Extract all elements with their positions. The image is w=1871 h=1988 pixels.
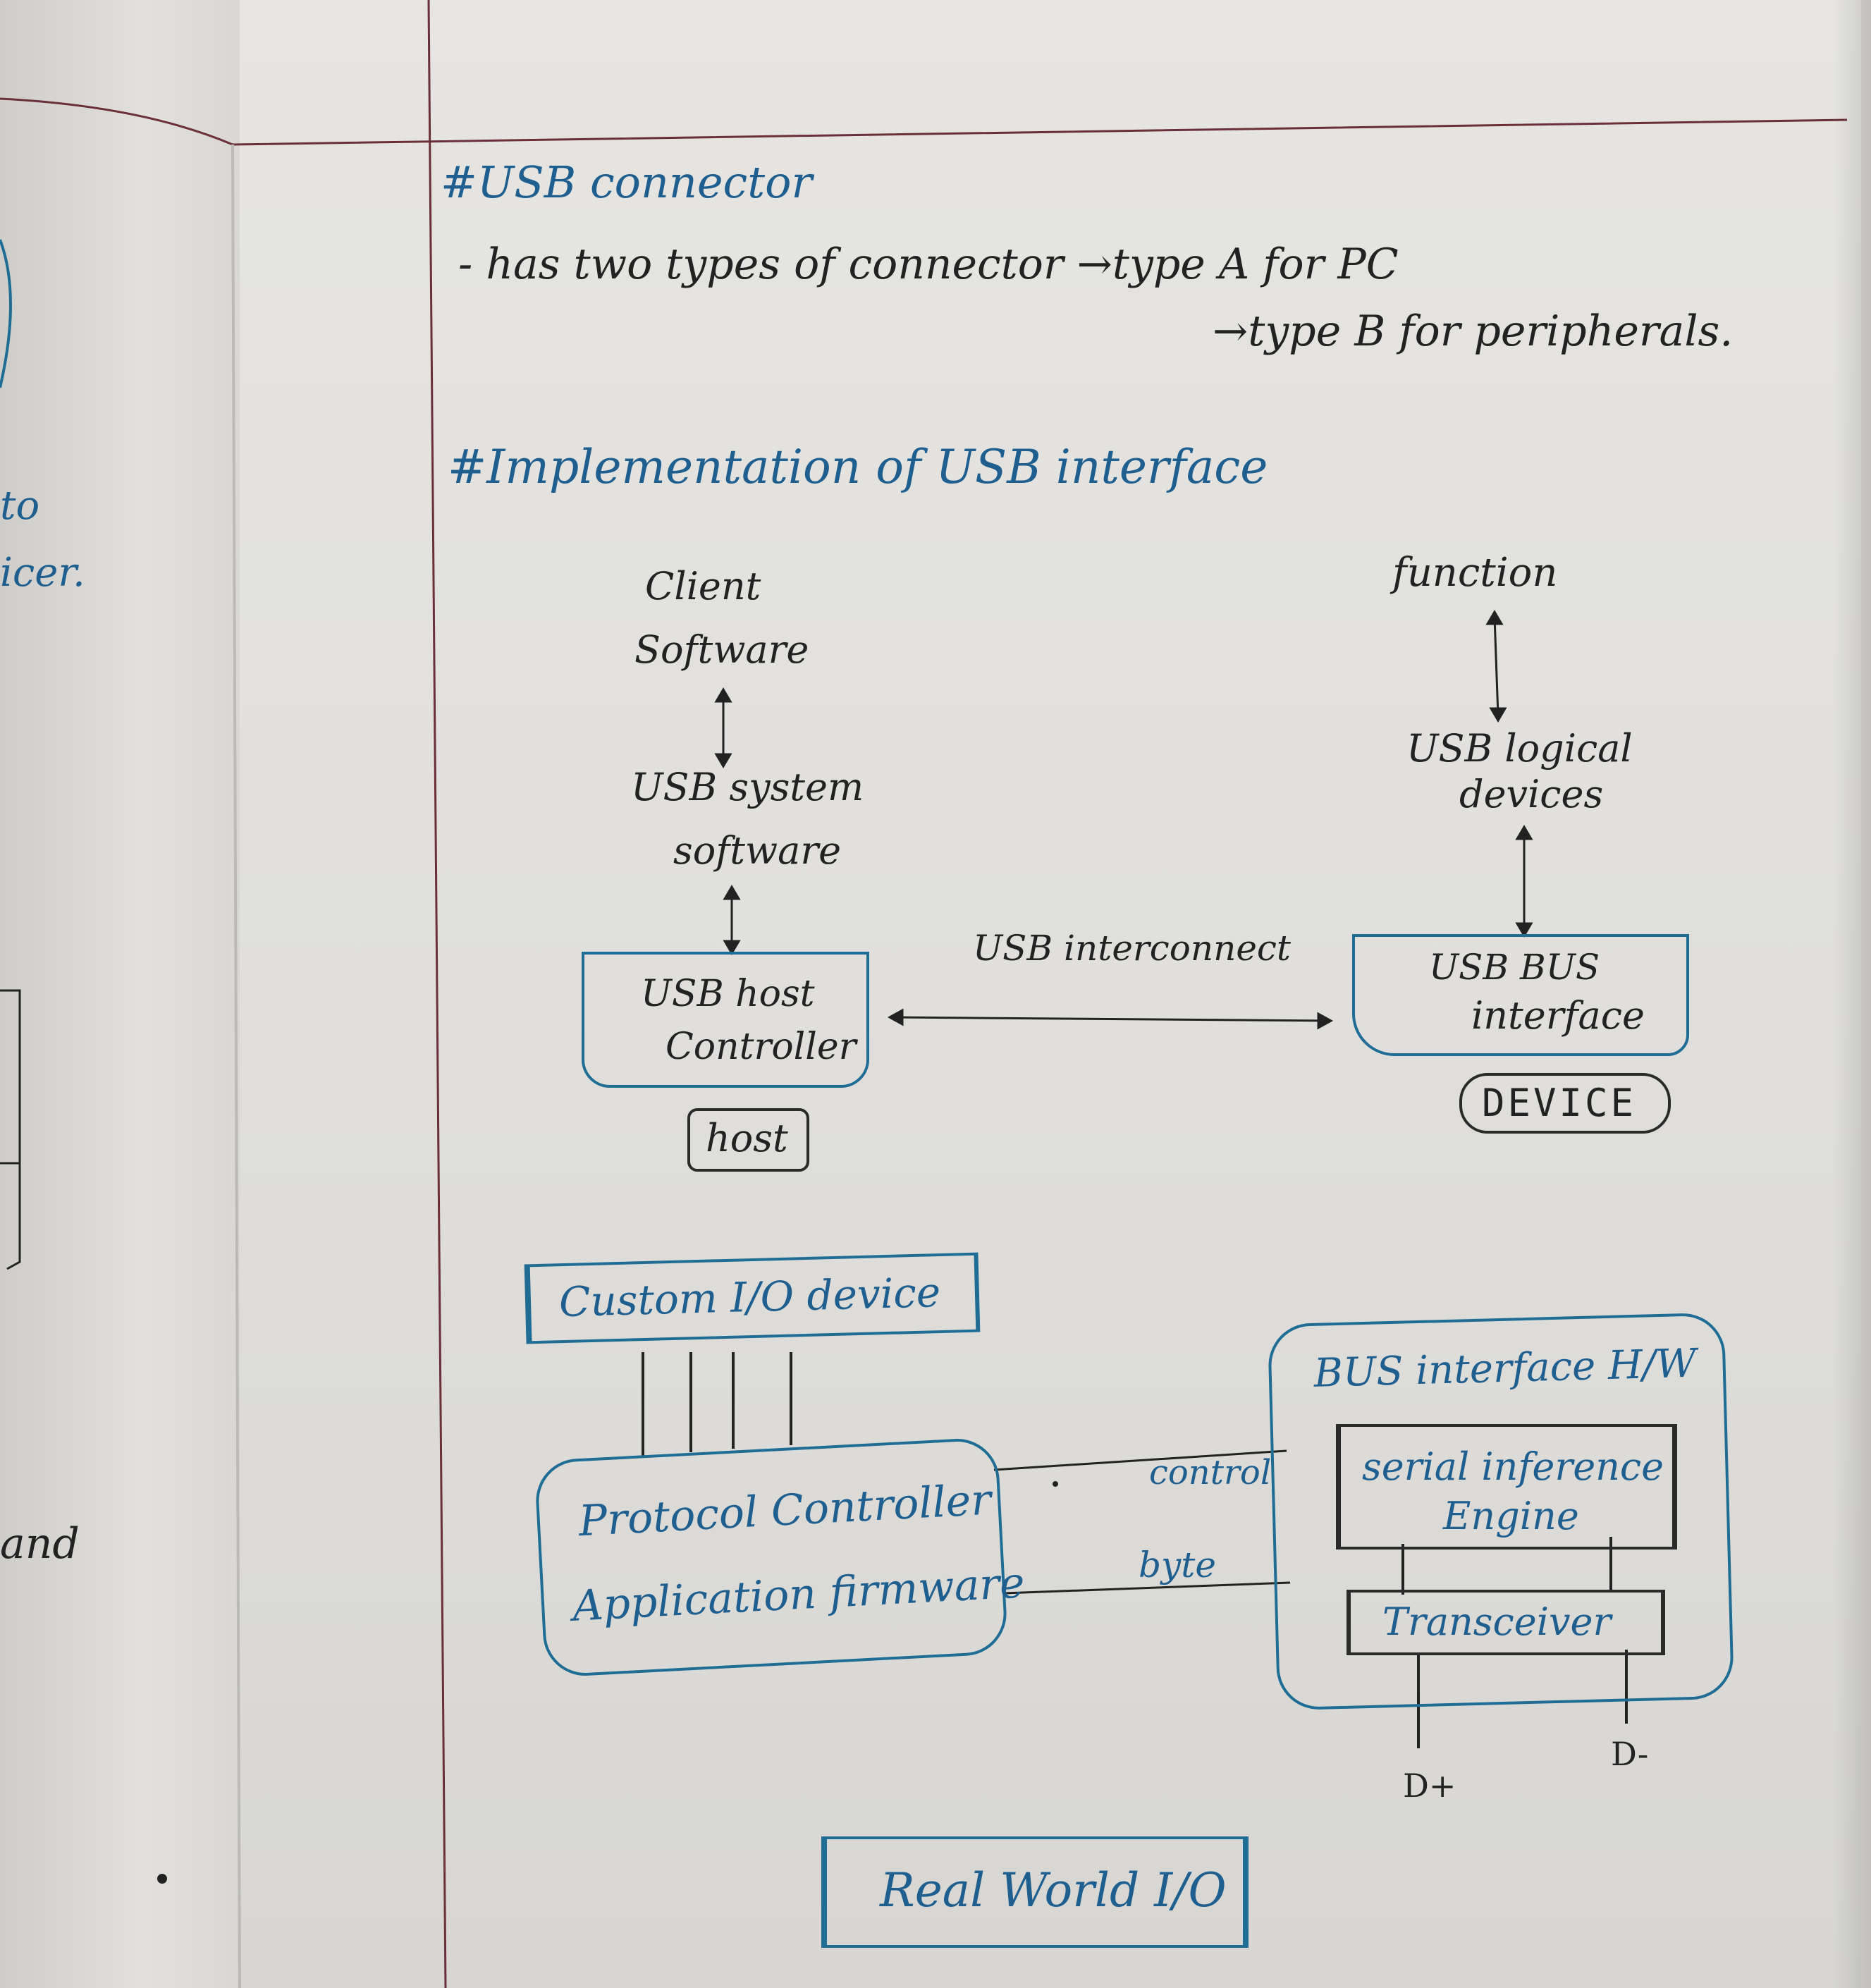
left-fragment-curve — [0, 239, 12, 388]
client-software-line2: Software — [634, 627, 809, 672]
logical-device-line2: devices — [1459, 772, 1604, 816]
device-label-box: DEVICE — [1459, 1073, 1671, 1134]
left-frag-to: to — [0, 483, 40, 529]
arrows-device-stack — [1485, 610, 1533, 938]
host-controller-line2: Controller — [665, 1026, 857, 1068]
custom-io-label: Custom I/O device — [558, 1268, 941, 1327]
left-fragment-box — [0, 989, 21, 1270]
d-minus-label: D- — [1611, 1735, 1649, 1773]
function-label: function — [1392, 550, 1558, 596]
heading-implementation: #Implementation of USB interface — [448, 440, 1268, 494]
client-software-line1: Client — [645, 564, 761, 608]
protocol-line2: Application firmware — [571, 1558, 1026, 1631]
byte-label: byte — [1139, 1545, 1216, 1585]
host-label: host — [706, 1116, 788, 1160]
real-world-io-box: Real World I/O — [821, 1836, 1249, 1948]
host-label-box: host — [687, 1108, 809, 1172]
logical-device-line1: USB logical — [1406, 726, 1633, 771]
sie-transceiver-lines — [1401, 1537, 1612, 1595]
host-controller-line1: USB host — [641, 973, 815, 1015]
top-rule-line — [0, 97, 1848, 146]
page-edge-shadow — [1833, 0, 1871, 1988]
d-plus-label: D+ — [1403, 1767, 1456, 1805]
left-frag-icer: icer. — [0, 550, 85, 596]
left-page — [0, 0, 240, 1988]
interconnect-arrow — [887, 1008, 1334, 1030]
page-fold — [231, 144, 241, 1988]
transceiver-box: Transceiver — [1346, 1590, 1665, 1655]
serial-interface-engine-box: serial inference Engine — [1336, 1424, 1677, 1550]
control-byte-lines — [993, 1449, 1291, 1595]
usb-interconnect-label: USB interconnect — [973, 928, 1292, 969]
usb-system-line2: software — [673, 828, 842, 873]
custom-io-device-box: Custom I/O device — [524, 1252, 981, 1344]
left-frag-and: and — [0, 1519, 80, 1569]
bus-interface-line2: interface — [1471, 993, 1645, 1038]
heading-usb-connector: #USB connector — [441, 157, 813, 208]
connector-line-1: - has two types of connector →type A for… — [458, 240, 1399, 289]
sie-line1: serial inference — [1362, 1444, 1664, 1489]
real-world-io-label: Real World I/O — [880, 1863, 1227, 1918]
data-lines — [1417, 1650, 1628, 1748]
margin-line — [427, 0, 447, 1988]
connector-line-2: →type B for peripherals. — [1213, 307, 1734, 356]
transceiver-label: Transceiver — [1382, 1600, 1612, 1644]
host-controller-box: USB host Controller — [582, 952, 869, 1088]
device-label: DEVICE — [1482, 1081, 1637, 1125]
usb-bus-interface-box: USB BUS interface — [1352, 934, 1689, 1056]
protocol-controller-box: Protocol Controller Application firmware — [534, 1436, 1026, 1679]
arrows-host-stack — [714, 687, 741, 955]
sie-line2: Engine — [1443, 1494, 1579, 1538]
bus-interface-hw-label: BUS interface H/W — [1313, 1340, 1698, 1397]
right-page — [240, 0, 1861, 1988]
usb-system-line1: USB system — [631, 765, 864, 809]
control-label: control — [1149, 1453, 1272, 1492]
io-bus-lines — [642, 1352, 792, 1456]
bus-interface-line1: USB BUS — [1429, 947, 1600, 988]
protocol-line1: Protocol Controller — [577, 1475, 993, 1547]
